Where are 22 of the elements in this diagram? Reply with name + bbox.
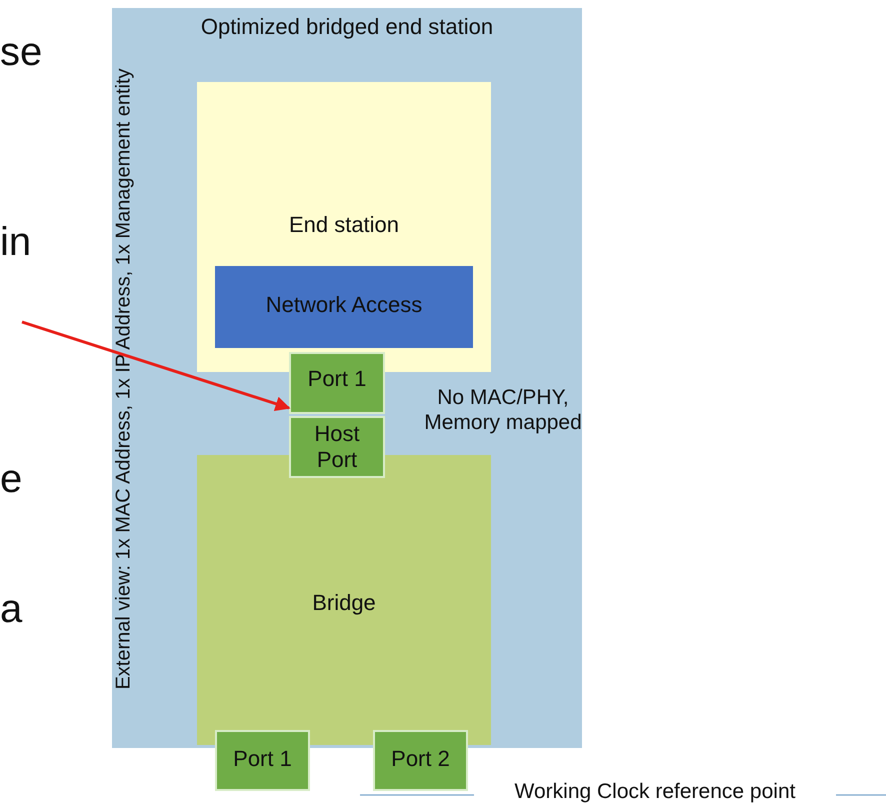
arrow (22, 320, 290, 411)
port-box (289, 352, 385, 414)
node-label: Port 1 (306, 366, 368, 392)
annotation: No MAC/PHY, Memory mapped (423, 385, 583, 436)
node-label: Bridge (311, 590, 377, 616)
node-title: End station (288, 212, 400, 238)
node-title: Optimized bridged end station (200, 14, 494, 40)
port-box (373, 730, 468, 791)
node-label: Network Access (264, 292, 424, 318)
station-panel (112, 8, 582, 748)
node-label: Port 1 (232, 746, 293, 772)
text-fragment: se (0, 29, 42, 76)
text-fragment: a (0, 586, 22, 633)
port-box (289, 416, 385, 478)
network-access-box (215, 266, 473, 348)
rotated-text: External view: 1x MAC Address, 1x IP Address, 1x Management entity (112, 67, 136, 692)
port-box (215, 730, 310, 791)
node-label: Host Port (313, 421, 361, 474)
node-label: Port 2 (390, 746, 451, 772)
text-fragment: in (0, 219, 32, 266)
end-station-box (197, 82, 491, 372)
text-fragment: e (0, 456, 22, 503)
